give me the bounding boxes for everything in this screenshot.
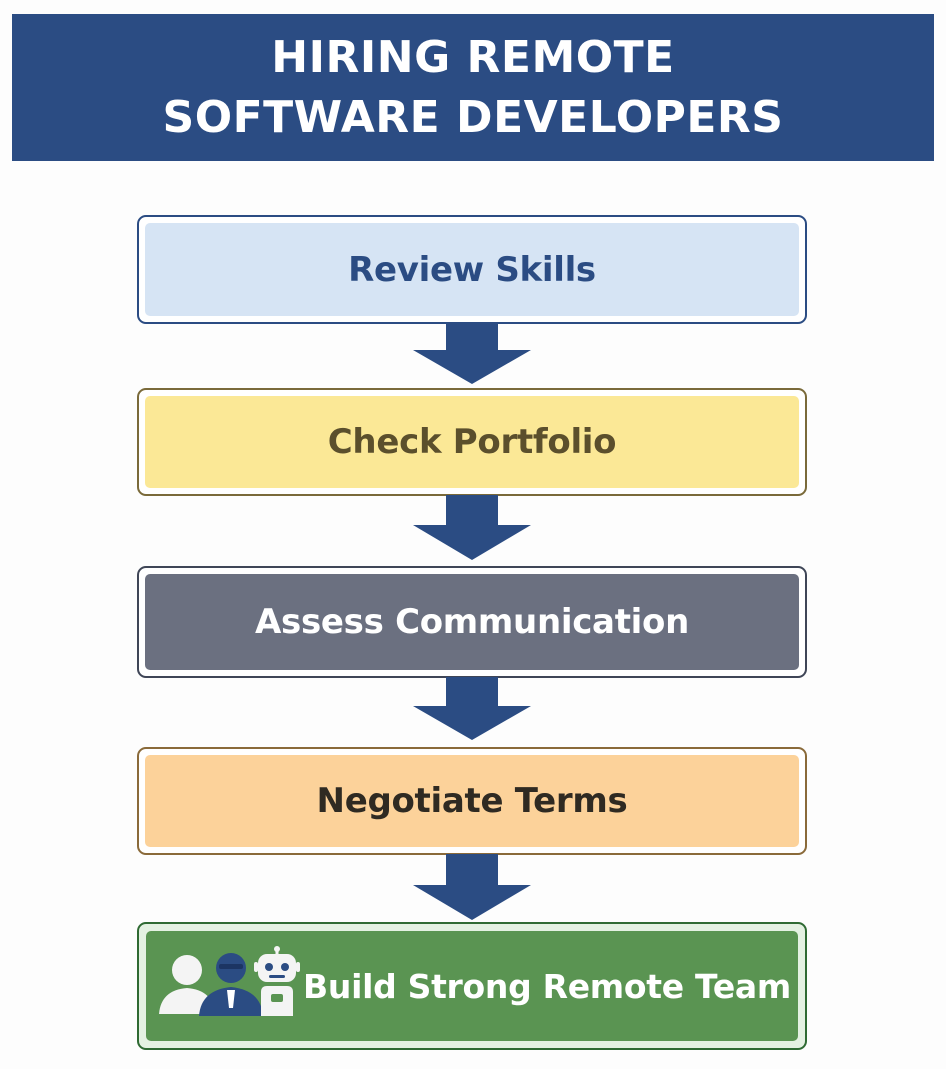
down-arrow-icon xyxy=(413,677,531,740)
step-label: Negotiate Terms xyxy=(316,781,628,821)
down-arrow-icon xyxy=(413,495,531,560)
step-review-skills: Review Skills xyxy=(137,215,807,324)
step-fill xyxy=(145,755,799,847)
step-assess-communication: Assess Communication xyxy=(137,566,807,678)
title-banner: HIRING REMOTE SOFTWARE DEVELOPERS xyxy=(12,14,934,161)
developer-icon xyxy=(199,953,263,1016)
step-label: Build Strong Remote Team xyxy=(303,966,791,1006)
step-negotiate-terms: Negotiate Terms xyxy=(137,747,807,855)
step-fill xyxy=(145,574,799,670)
down-arrow-icon xyxy=(413,854,531,920)
step-label: Assess Communication xyxy=(255,602,689,642)
step-build-remote-team: Build Strong Remote Team xyxy=(137,922,807,1050)
diagram-title: HIRING REMOTE SOFTWARE DEVELOPERS xyxy=(162,31,784,143)
step-fill xyxy=(145,223,799,316)
robot-icon xyxy=(254,946,300,1016)
step-fill xyxy=(146,931,798,1041)
team-icons xyxy=(159,946,300,1016)
down-arrow-icon xyxy=(413,322,531,384)
step-check-portfolio: Check Portfolio xyxy=(137,388,807,496)
step-label: Check Portfolio xyxy=(327,422,617,462)
step-label: Review Skills xyxy=(348,249,596,290)
step-fill xyxy=(145,396,799,488)
